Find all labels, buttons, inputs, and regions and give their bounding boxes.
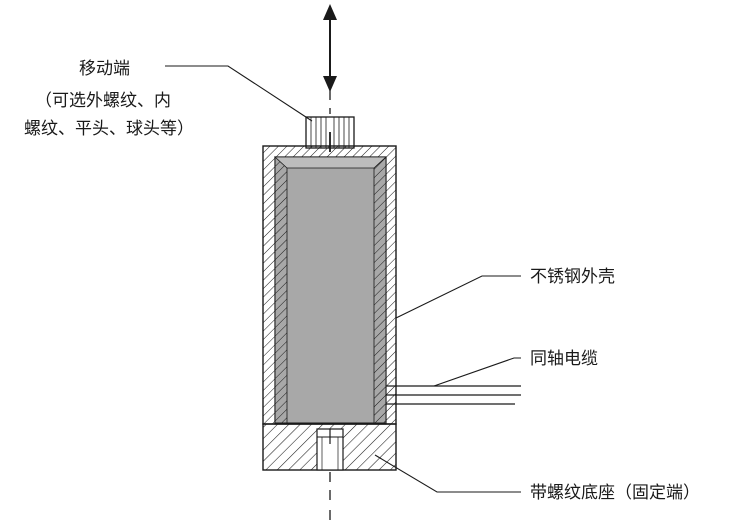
- sensor-core: [273, 156, 388, 424]
- label-moving-end-line1: 移动端: [79, 59, 130, 79]
- leader-cable: [433, 357, 521, 387]
- label-base: 带螺纹底座（固定端）: [530, 483, 700, 503]
- label-housing: 不锈钢外壳: [530, 267, 615, 287]
- leader-moving-end: [165, 65, 313, 122]
- label-moving-end-line3: 螺纹、平头、球头等）: [24, 119, 194, 139]
- label-moving-end-line2: （可选外螺纹、内: [35, 91, 171, 111]
- leader-base: [374, 454, 521, 493]
- leader-housing: [395, 275, 521, 319]
- double-headed-vertical-arrow-icon: [323, 4, 337, 92]
- leader-lines: [165, 65, 521, 493]
- label-cable: 同轴电缆: [530, 349, 598, 369]
- threaded-base: [262, 423, 397, 471]
- coaxial-cable: [386, 385, 521, 405]
